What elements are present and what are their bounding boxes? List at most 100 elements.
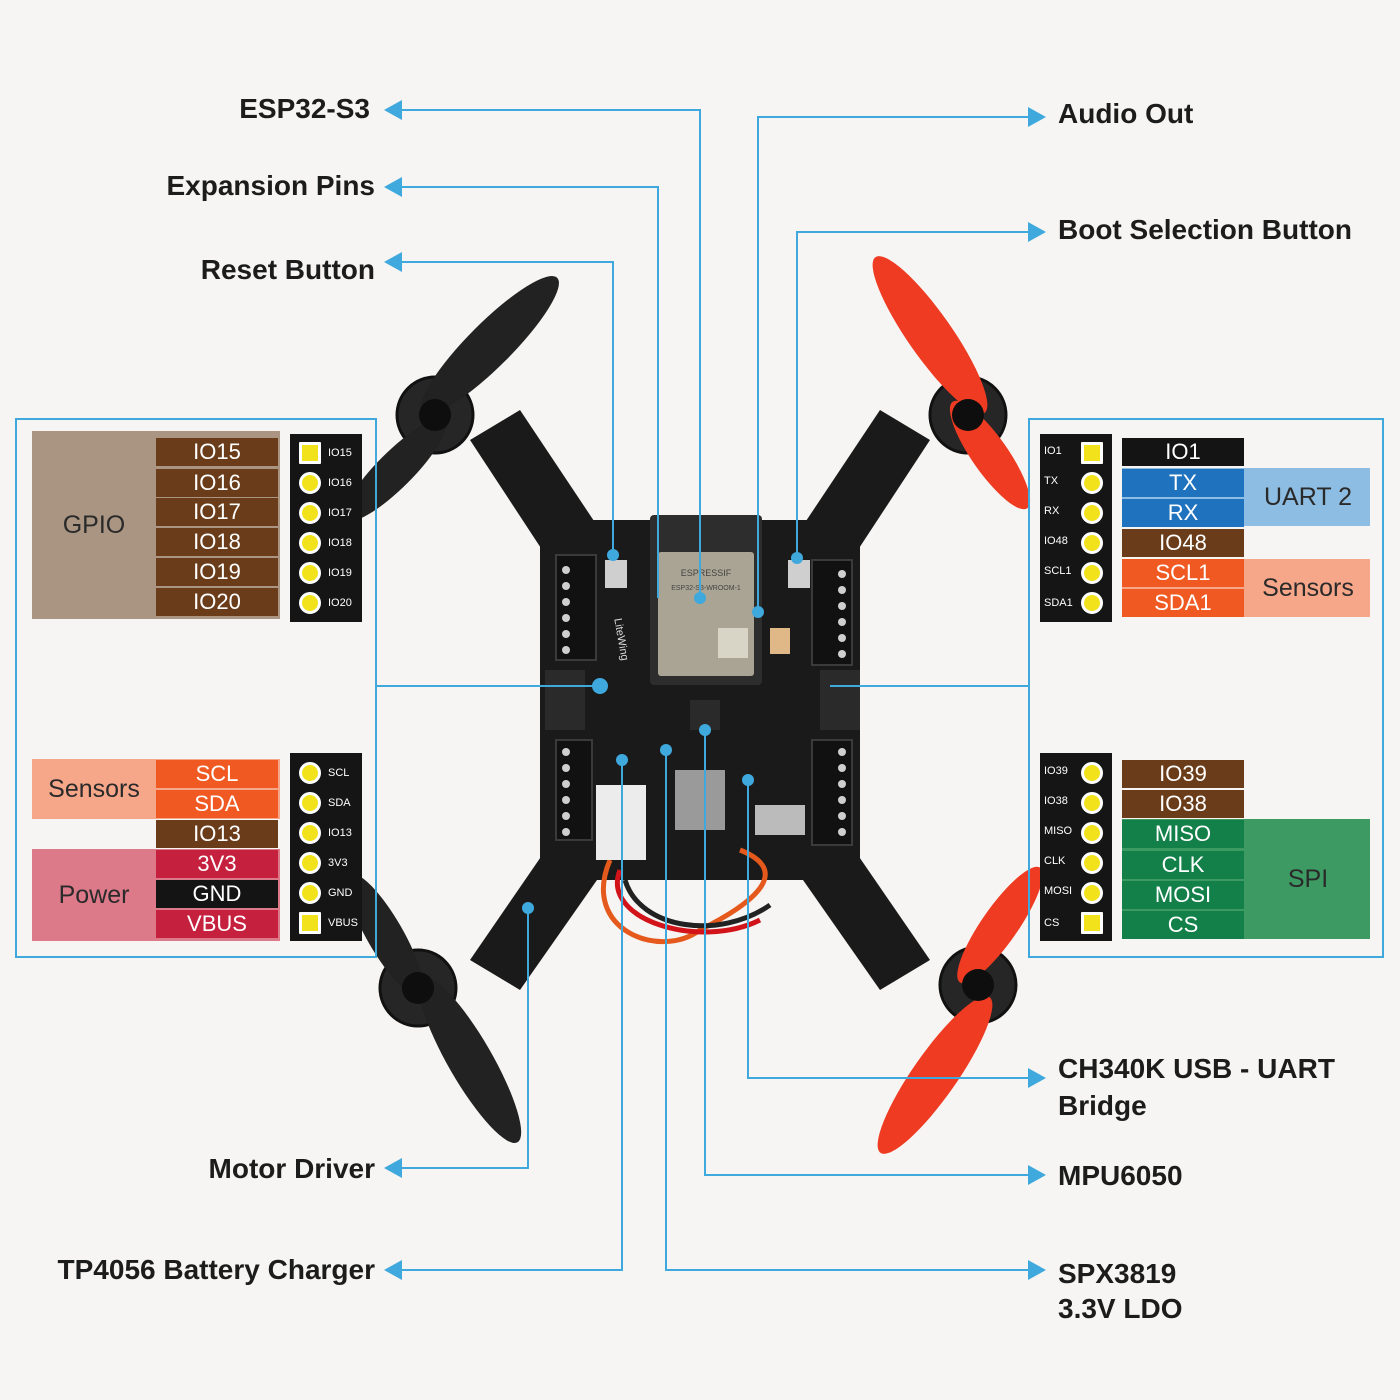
pin-io19: IO19 xyxy=(156,558,278,586)
battery-wires xyxy=(601,847,772,945)
pin-3v3: 3V3 xyxy=(156,850,278,878)
header-label-io16: IO16 xyxy=(328,477,352,489)
header-label-io15: IO15 xyxy=(328,447,352,459)
header-pin-clk xyxy=(1081,852,1103,874)
pin-io16: IO16 xyxy=(156,469,278,497)
pin-sda: SDA xyxy=(156,790,278,818)
header-pin-tx xyxy=(1081,472,1103,494)
header-label-io38: IO38 xyxy=(1044,795,1068,807)
header-label-scl: SCL xyxy=(328,767,350,779)
header-pin-io13 xyxy=(299,822,321,844)
pin-scl1: SCL1 xyxy=(1122,559,1244,587)
callout-expansion-pins: Expansion Pins xyxy=(166,170,376,201)
header-label-io13: IO13 xyxy=(328,827,352,839)
callout-arrowheads xyxy=(384,100,1046,1280)
pin-io17: IO17 xyxy=(156,498,278,526)
right-top-header xyxy=(1040,434,1112,622)
header-pin-3v3 xyxy=(299,852,321,874)
callout-motor-driver: Motor Driver xyxy=(208,1153,375,1184)
right-sensors-group-label: Sensors xyxy=(1262,573,1354,602)
callout-esp32-s3: ESP32-S3 xyxy=(239,93,370,124)
callout-ch340k-line1: CH340K USB - UART xyxy=(1058,1053,1335,1084)
header-pin-io19 xyxy=(299,562,321,584)
header-pin-io1 xyxy=(1081,442,1103,464)
header-pin-sda1 xyxy=(1081,592,1103,614)
left-sensors-group-label: Sensors xyxy=(48,774,140,803)
header-pin-rx xyxy=(1081,502,1103,524)
header-label-io1: IO1 xyxy=(1044,445,1062,457)
pin-io48: IO48 xyxy=(1122,529,1244,557)
header-pin-io20 xyxy=(299,592,321,614)
header-label-rx: RX xyxy=(1044,505,1060,517)
header-pin-scl xyxy=(299,762,321,784)
pin-cs: CS xyxy=(1122,911,1244,939)
callout-spx3819-line2: 3.3V LDO xyxy=(1058,1293,1183,1324)
header-label-sda: SDA xyxy=(328,797,351,809)
pin-io18: IO18 xyxy=(156,528,278,556)
header-pin-vbus xyxy=(299,912,321,934)
header-label-io20: IO20 xyxy=(328,597,352,609)
pin-io13: IO13 xyxy=(156,820,278,848)
pin-miso: MISO xyxy=(1122,820,1244,848)
header-pin-io38 xyxy=(1081,792,1103,814)
pin-scl: SCL xyxy=(156,760,278,788)
header-label-3v3: 3V3 xyxy=(328,857,348,869)
callout-reset-button: Reset Button xyxy=(200,254,375,285)
board-headers xyxy=(555,554,853,846)
header-label-miso: MISO xyxy=(1044,825,1073,837)
header-label-vbus: VBUS xyxy=(328,917,358,929)
header-label-io17: IO17 xyxy=(328,507,352,519)
header-label-sda1: SDA1 xyxy=(1044,597,1073,609)
callout-boot-button: Boot Selection Button xyxy=(1058,214,1352,245)
pin-clk: CLK xyxy=(1122,851,1244,879)
header-label-tx: TX xyxy=(1044,475,1059,487)
propellers-red xyxy=(872,256,1043,1154)
callout-tp4056-charger: TP4056 Battery Charger xyxy=(57,1254,375,1285)
left-pinout-frame xyxy=(15,418,377,958)
header-pin-io17 xyxy=(299,502,321,524)
left-bottom-header xyxy=(290,753,362,941)
board-pin-dots xyxy=(562,566,846,836)
header-label-io18: IO18 xyxy=(328,537,352,549)
gpio-group-label: GPIO xyxy=(62,510,126,539)
header-pin-miso xyxy=(1081,822,1103,844)
header-pin-mosi xyxy=(1081,882,1103,904)
header-label-clk: CLK xyxy=(1044,855,1066,867)
module-brand-text: ESPRESSIF xyxy=(681,568,732,578)
header-pin-io16 xyxy=(299,472,321,494)
pin-io1: IO1 xyxy=(1122,438,1244,466)
callout-spx3819-line1: SPX3819 xyxy=(1058,1258,1177,1289)
pin-gnd: GND xyxy=(156,880,278,908)
callout-mpu6050: MPU6050 xyxy=(1058,1160,1183,1191)
header-label-cs: CS xyxy=(1044,917,1060,929)
pin-io15: IO15 xyxy=(156,438,278,466)
header-pin-io39 xyxy=(1081,762,1103,784)
callout-ch340k-line2: Bridge xyxy=(1058,1090,1147,1121)
header-label-gnd: GND xyxy=(328,887,353,899)
pin-io20: IO20 xyxy=(156,588,278,616)
callout-lines xyxy=(375,109,1030,1271)
header-label-mosi: MOSI xyxy=(1044,885,1073,897)
uart-group-label: UART 2 xyxy=(1263,482,1352,511)
header-label-io48: IO48 xyxy=(1044,535,1068,547)
header-label-io19: IO19 xyxy=(328,567,352,579)
pin-tx: TX xyxy=(1122,469,1244,497)
pin-io38: IO38 xyxy=(1122,790,1244,818)
header-pin-gnd xyxy=(299,882,321,904)
left-top-header xyxy=(290,434,362,622)
header-label-scl1: SCL1 xyxy=(1044,565,1072,577)
callout-audio-out: Audio Out xyxy=(1058,98,1194,129)
spi-group-label: SPI xyxy=(1287,864,1329,893)
pin-sda1: SDA1 xyxy=(1122,589,1244,617)
header-pin-io18 xyxy=(299,532,321,554)
right-bottom-header xyxy=(1040,753,1112,941)
power-group-label: Power xyxy=(58,880,130,909)
module-name-text: ESP32-S3-WROOM-1 xyxy=(671,585,741,592)
callout-endpoints xyxy=(522,549,803,914)
pin-io39: IO39 xyxy=(1122,760,1244,788)
header-pin-sda xyxy=(299,792,321,814)
motor-caps xyxy=(402,399,994,1004)
pin-rx: RX xyxy=(1122,499,1244,527)
